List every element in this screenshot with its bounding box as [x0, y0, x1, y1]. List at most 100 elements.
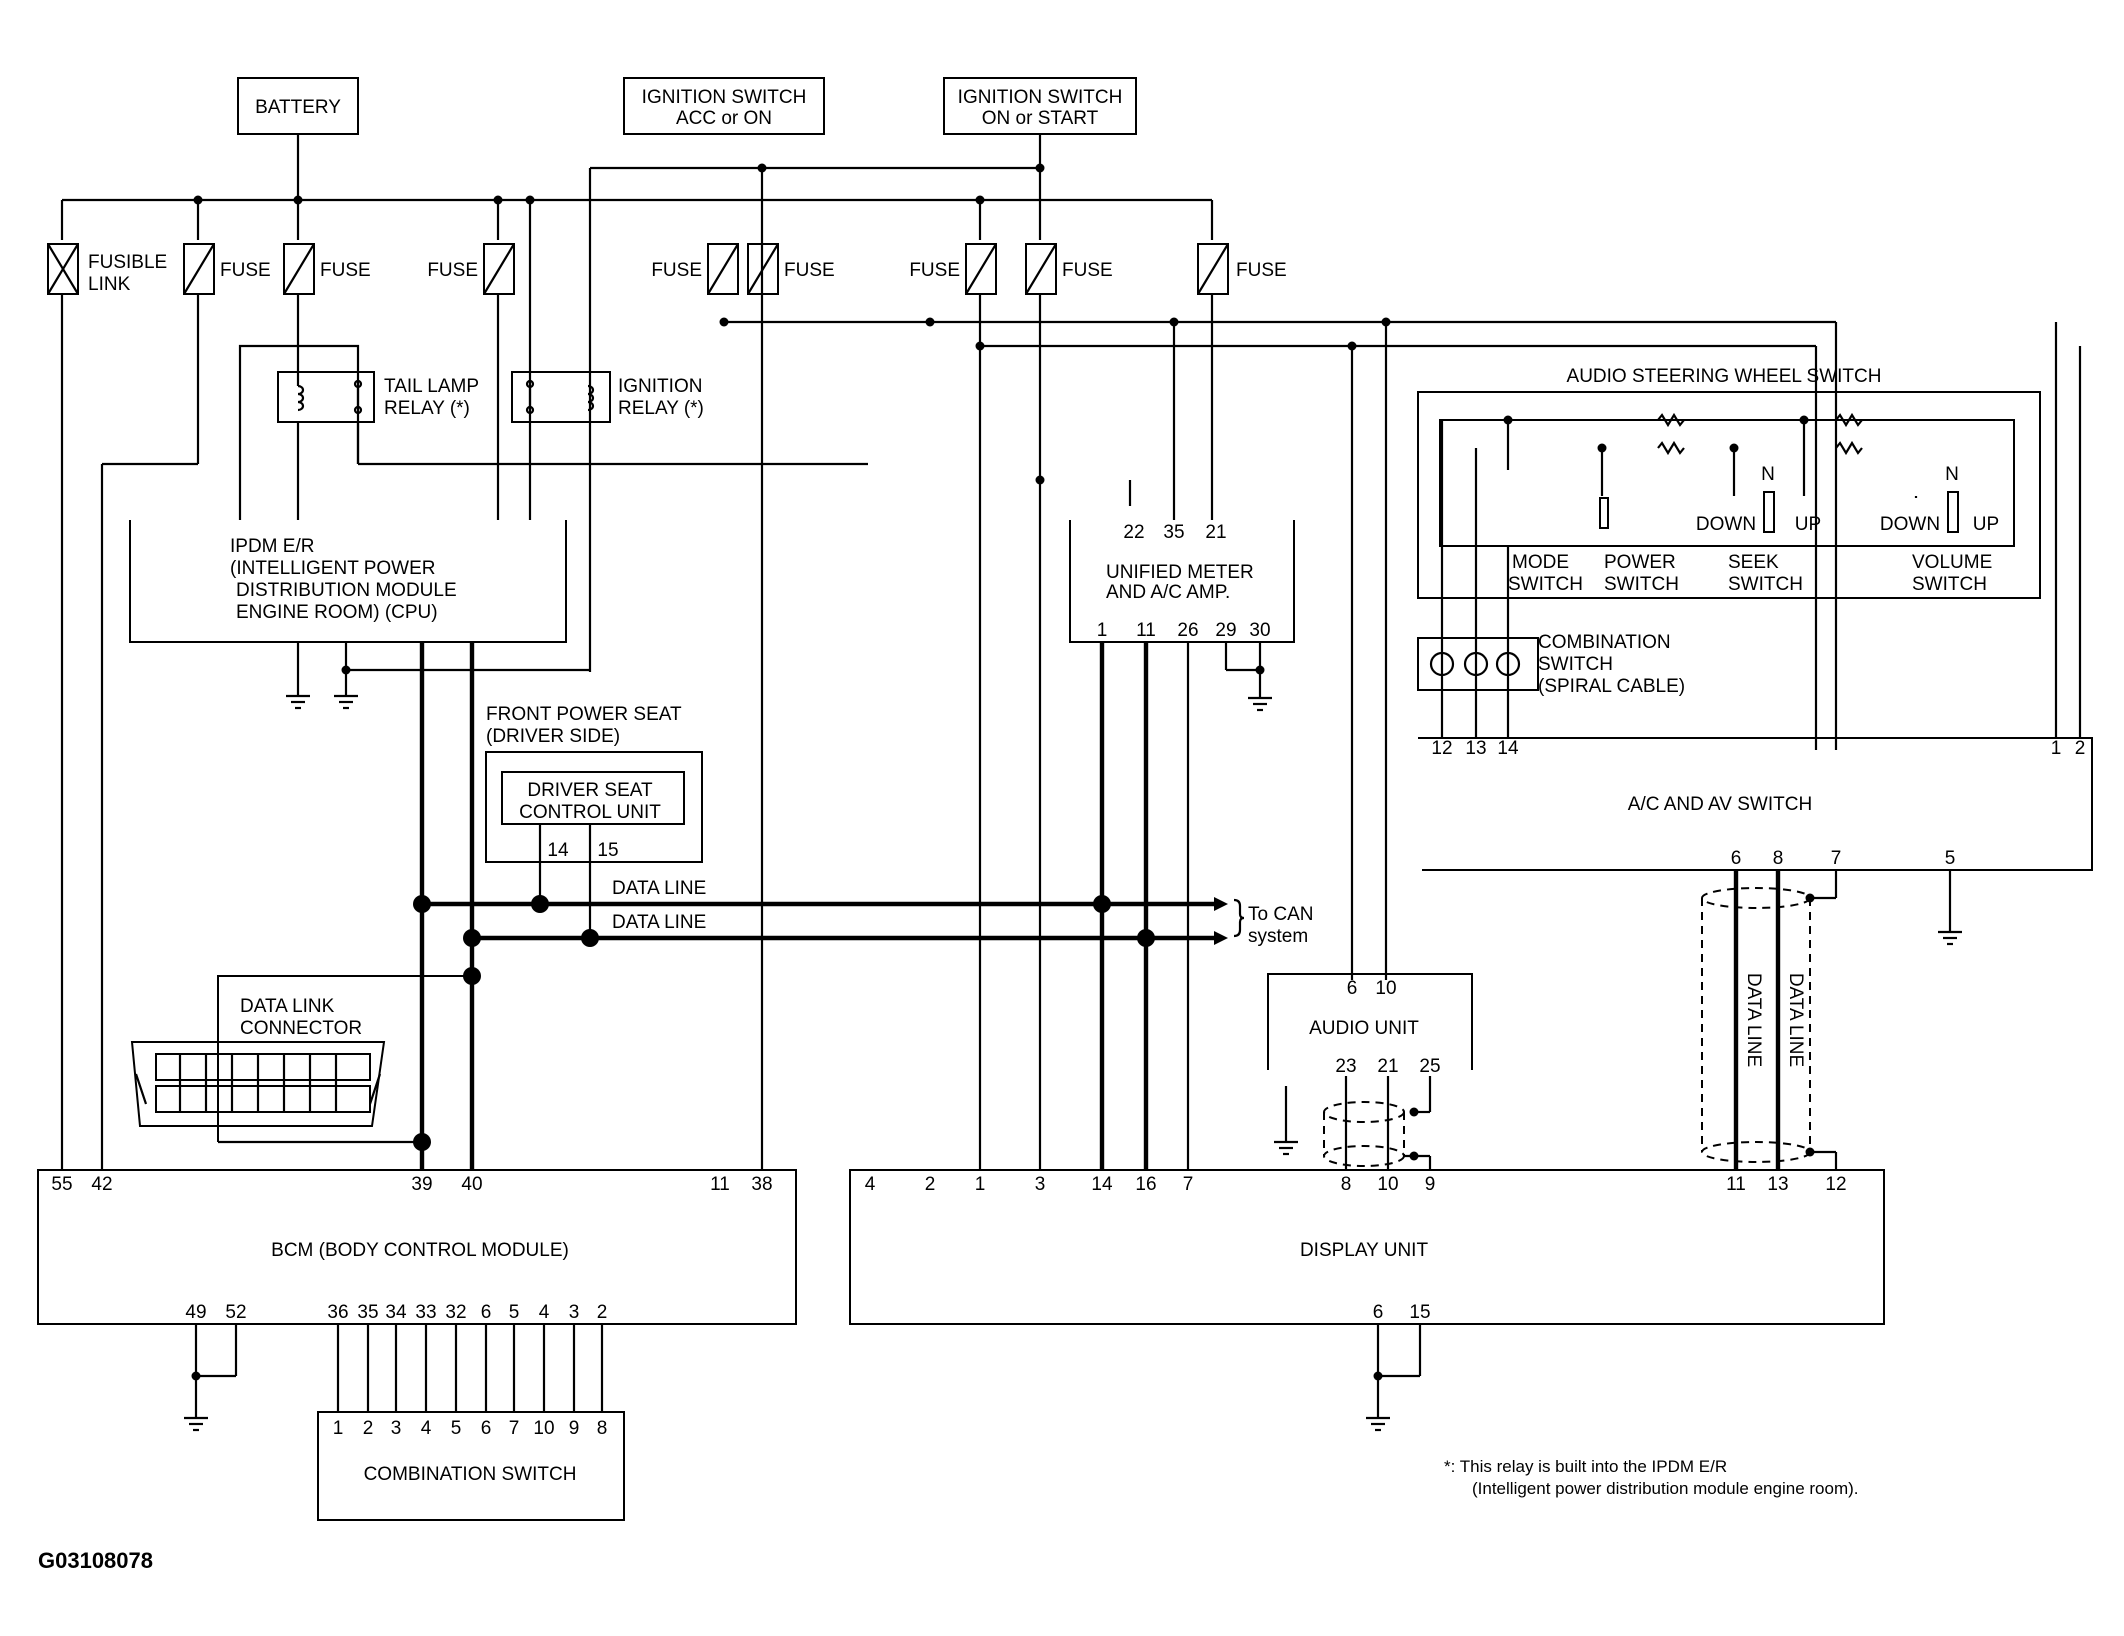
audio-pin-25: 25	[1419, 1056, 1440, 1077]
tail-relay-label-2: RELAY (*)	[384, 398, 470, 419]
fuse-7-label: FUSE	[1062, 260, 1113, 281]
bcm-pin-35: 35	[357, 1302, 378, 1323]
meter-top-pin-21: 21	[1205, 522, 1226, 543]
volume-switch-label-2: SWITCH	[1912, 574, 1987, 595]
volume-down-label: DOWN	[1880, 514, 1940, 535]
combination-switch-spiral-cable: COMBINATION SWITCH (SPIRAL CABLE)	[1417, 420, 1685, 738]
fuse-7: FUSE	[1025, 243, 1113, 295]
seek-up-label: UP	[1795, 514, 1821, 535]
ipdm-label-4: ENGINE ROOM) (CPU)	[236, 602, 438, 623]
acav-pin-12: 12	[1431, 738, 1452, 759]
figure-code: G03108078	[38, 1548, 153, 1573]
fuse-4: FUSE	[651, 243, 739, 295]
meter-bottom-pin-11: 11	[1136, 620, 1156, 641]
fuse-2: FUSE	[283, 243, 371, 295]
comb-pin-2: 2	[363, 1418, 374, 1439]
fuse-1-label: FUSE	[220, 260, 271, 281]
bcm-pin-39: 39	[411, 1174, 432, 1195]
data-line-b-label: DATA LINE	[612, 912, 706, 933]
display-pin-10: 10	[1377, 1174, 1398, 1195]
ipdm-er-module: IPDM E/R (INTELLIGENT POWER DISTRIBUTION…	[129, 422, 590, 696]
display-pin-2: 2	[925, 1174, 936, 1195]
acav-pin-2: 2	[2075, 738, 2086, 759]
bcm-pin-4: 4	[539, 1302, 550, 1323]
ac-av-switch: 12 13 14 1 2 A/C AND AV SWITCH 6 8 7 5	[1418, 322, 2093, 946]
ignition-switch-on-box: IGNITION SWITCH ON or START	[943, 77, 1137, 135]
ignition-switch-acc-box: IGNITION SWITCH ACC or ON	[623, 77, 825, 135]
acav-pin-7: 7	[1831, 848, 1842, 869]
bcm-title: BCM (BODY CONTROL MODULE)	[271, 1240, 569, 1261]
acav-pin-1: 1	[2051, 738, 2062, 759]
meter-label-2: AND A/C AMP.	[1106, 582, 1230, 603]
display-shielded-data-lines: DATA LINE DATA LINE	[1701, 870, 1838, 1170]
seat-pin-15: 15	[597, 840, 618, 861]
fuse-3: FUSE	[427, 243, 515, 295]
bcm-pin-33: 33	[415, 1302, 436, 1323]
seat-inner-label-1: DRIVER SEAT	[527, 780, 653, 801]
bcm-module: 55 42 39 40 11 38 BCM (BODY CONTROL MODU…	[37, 1169, 797, 1325]
ipdm-label-2: (INTELLIGENT POWER	[230, 558, 436, 579]
fuse-8-label: FUSE	[1236, 260, 1287, 281]
seek-switch-label-1: SEEK	[1728, 552, 1779, 573]
meter-top-pin-35: 35	[1163, 522, 1184, 543]
fuse-6-label: FUSE	[909, 260, 960, 281]
bcm-pin-34: 34	[385, 1302, 407, 1323]
display-pin-9: 9	[1425, 1174, 1436, 1195]
acav-pin-8: 8	[1773, 848, 1784, 869]
steering-title: AUDIO STEERING WHEEL SWITCH	[1567, 366, 1882, 387]
display-pin-11: 11	[1726, 1174, 1746, 1195]
fuse-3-label: FUSE	[427, 260, 478, 281]
comb-pin-5: 5	[451, 1418, 462, 1439]
meter-top-pin-22: 22	[1123, 522, 1144, 543]
volume-up-label: UP	[1973, 514, 1999, 535]
to-can-label-2: system	[1248, 926, 1308, 947]
data-link-connector: DATA LINK CONNECTOR	[130, 975, 472, 1144]
bcm-pin-55: 55	[51, 1174, 72, 1195]
ignition-relay: IGNITION RELAY (*)	[511, 371, 704, 423]
tail-lamp-relay: TAIL LAMP RELAY (*)	[238, 344, 868, 466]
fuse-4-label: FUSE	[651, 260, 702, 281]
acav-pin-14: 14	[1497, 738, 1519, 759]
fusible-label-1: FUSIBLE	[88, 252, 167, 273]
bcm-pin-2: 2	[597, 1302, 608, 1323]
footnote-line-2: (Intelligent power distribution module e…	[1472, 1479, 1858, 1498]
bcm-pin-3: 3	[569, 1302, 580, 1323]
audio-title: AUDIO UNIT	[1309, 1018, 1419, 1039]
comb-pin-9: 9	[569, 1418, 580, 1439]
display-pin-3: 3	[1035, 1174, 1046, 1195]
ignition-on-label-2: ON or START	[982, 108, 1099, 129]
fuse-6: FUSE	[909, 243, 997, 295]
seat-outer-label-2: (DRIVER SIDE)	[486, 726, 620, 747]
fuse-1: FUSE	[183, 243, 271, 295]
display-pin-8: 8	[1341, 1174, 1352, 1195]
power-switch-label-1: POWER	[1604, 552, 1676, 573]
unified-meter-ac-amp: 22 35 21 UNIFIED METER AND A/C AMP. 1 11…	[1069, 480, 1295, 1170]
display-pin-12: 12	[1825, 1174, 1846, 1195]
fuse-output-wires	[60, 240, 1838, 1170]
seat-outer-label-1: FRONT POWER SEAT	[486, 704, 682, 725]
ignition-acc-label-1: IGNITION SWITCH	[642, 87, 807, 108]
tail-relay-label-1: TAIL LAMP	[384, 376, 479, 397]
display-pin-13: 13	[1767, 1174, 1788, 1195]
seek-down-label: DOWN	[1696, 514, 1756, 535]
volume-switch-label-1: VOLUME	[1912, 552, 1992, 573]
comb-pin-4: 4	[421, 1418, 432, 1439]
display-unit: 4 2 1 3 14 16 7 8 10 9 11 13 12 DISPLAY …	[849, 1169, 1885, 1432]
display-bottom-pin-6: 6	[1373, 1302, 1384, 1323]
display-pin-1: 1	[975, 1174, 986, 1195]
seat-inner-label-2: CONTROL UNIT	[519, 802, 661, 823]
power-bus-wires	[60, 134, 1214, 672]
fusible-link: FUSIBLE LINK	[47, 243, 167, 295]
bcm-pin-52: 52	[225, 1302, 246, 1323]
fusible-label-2: LINK	[88, 274, 131, 295]
display-bottom-pin-15: 15	[1409, 1302, 1430, 1323]
meter-bottom-pin-30: 30	[1249, 620, 1270, 641]
bcm-pin-11: 11	[710, 1174, 730, 1195]
bcm-ground-wiring	[184, 1324, 238, 1432]
fuse-5-label: FUSE	[784, 260, 835, 281]
acav-pin-6: 6	[1731, 848, 1742, 869]
meter-bottom-pin-29: 29	[1215, 620, 1236, 641]
meter-bottom-pin-1: 1	[1097, 620, 1108, 641]
seat-pin-14: 14	[547, 840, 569, 861]
